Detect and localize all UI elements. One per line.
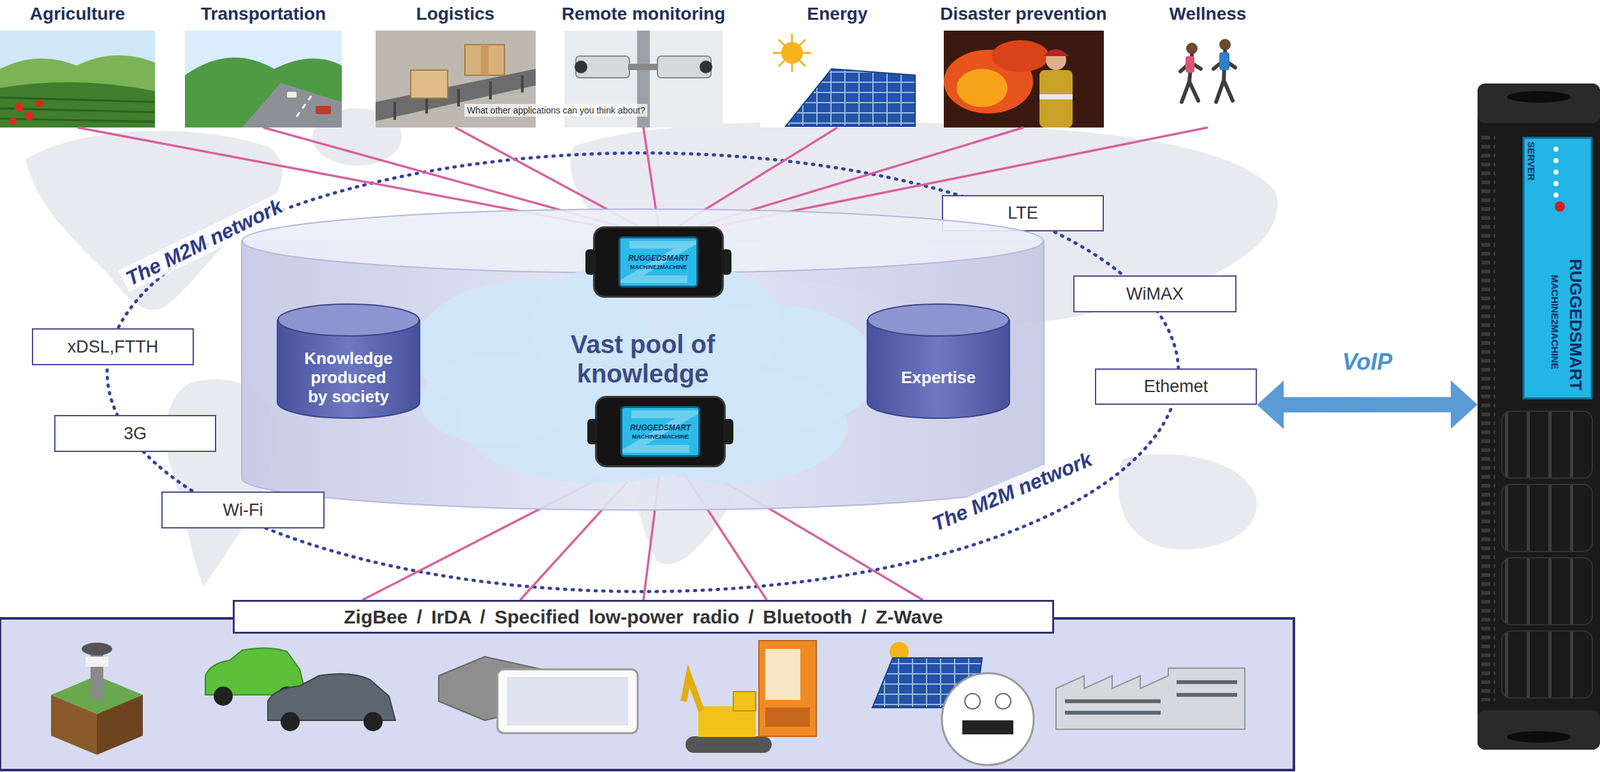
cylinder-body [241,241,1044,511]
knowledge-pool: Vast pool of knowledgeRUGGEDSMARTMACHINE… [241,209,1044,511]
edge-label: VoIP [1342,348,1393,376]
m2m-gateway: RUGGEDSMARTMACHINE2MACHINE [594,396,726,468]
network-box: 3G [54,415,217,453]
text-holder: What other applications can you think ab… [464,103,648,117]
mount-lug [585,249,596,275]
device-screen: RUGGEDSMARTMACHINE2MACHINE [620,406,701,458]
excavator-and-vending [683,640,817,754]
cylinder-label: Expertise [901,367,976,388]
cylinder-shape [867,304,1010,419]
cylinder-top [867,304,1009,337]
text-holder: SERVER [1525,141,1537,181]
network-name: xDSL,FTTH [67,337,159,358]
device-panel [0,618,1294,771]
network-box: WiMAX [1073,275,1237,313]
category-tile: Agriculture [0,0,155,128]
category-tile: Transportation [184,0,342,128]
protocol-band: ZigBee / IrDA / Specified low-power radi… [232,600,1055,634]
world-map [25,108,1278,587]
knowledge-pool-title: Vast pool of knowledge [556,329,729,389]
text-holder: MACHINE2MACHINE [1548,274,1561,370]
category-tile: Wellness [1166,0,1250,128]
cylinder-label: Knowledge produced by society [300,348,397,407]
network-name: Wi-Fi [223,500,264,521]
server-chassis [1477,83,1600,750]
factory [1056,668,1245,730]
knowledge-cylinder: Knowledge produced by society [277,304,420,419]
double-arrow [1256,380,1478,430]
category-heading: Transportation [200,0,326,29]
prompt-note: What other applications can you think ab… [464,103,648,117]
category-heading: Remote monitoring [561,0,726,29]
device-brand: RUGGEDSMART [630,422,691,434]
server-brand: RUGGEDSMART [1566,258,1586,391]
category-heading: Energy [807,0,868,29]
network-ring [107,153,1179,592]
text-holder: Knowledge produced by society [277,348,420,407]
category-tile: Energy [760,0,916,128]
network-name: 3G [123,424,147,444]
category-heading: Logistics [416,0,495,29]
device-tagline: MACHINE2MACHINE [631,433,689,441]
transportation-picture [184,30,342,128]
network-name: WiMAX [1126,284,1184,305]
soil-sensor [51,642,143,756]
text-holder: VoIP [1342,348,1393,376]
category-tile: Disaster prevention [937,0,1110,128]
mount-lug [721,249,732,275]
server-box: SERVER RUGGEDSMART MACHINE2MACHINE [1477,83,1600,750]
device-tagline: MACHINE2MACHINE [630,263,687,272]
solar-and-meter [872,642,1034,766]
fire-picture [943,30,1104,128]
mount-lug [723,418,734,445]
cylinder-top [278,304,419,337]
device-screen: RUGGEDSMARTMACHINE2MACHINE [618,236,699,288]
printer-and-tablet [438,656,638,734]
category-heading: Disaster prevention [939,0,1107,29]
solar-picture [760,30,916,128]
text-holder: RUGGEDSMART [1566,258,1586,391]
cars [205,647,396,732]
mount-lug [587,418,598,445]
server-tagline: MACHINE2MACHINE [1548,274,1561,370]
category-heading: Agriculture [29,0,125,29]
category-heading: Wellness [1169,0,1247,29]
device-brand: RUGGEDSMART [628,253,689,264]
runners-picture [1166,30,1250,128]
agriculture-picture [0,30,155,128]
network-box: xDSL,FTTH [31,328,194,366]
network-box: Wi-Fi [161,491,325,529]
network-box: Ethemet [1094,368,1257,405]
m2m-gateway: RUGGEDSMARTMACHINE2MACHINE [593,226,724,298]
network-name: LTE [1007,203,1039,224]
text-holder: Expertise [867,367,1010,388]
protocol-list: ZigBee / IrDA / Specified low-power radi… [343,606,944,629]
network-name: Ethemet [1144,376,1209,397]
knowledge-cylinder: Expertise [867,304,1010,419]
server-tag: SERVER [1525,141,1537,181]
cloud-shape [420,355,574,446]
